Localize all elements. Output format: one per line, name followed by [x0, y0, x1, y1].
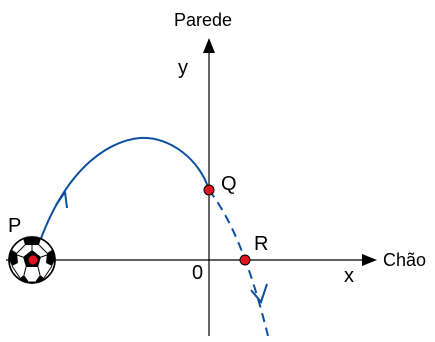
trajectory-direction-arrow-down [250, 283, 268, 305]
point-p-label: P [8, 215, 21, 237]
y-axis-arrowhead [203, 38, 215, 53]
trajectory-solid-arc [39, 136, 210, 242]
point-p-marker [27, 254, 39, 266]
x-axis-label: x [344, 265, 354, 287]
origin-label: 0 [192, 262, 203, 284]
x-axis-arrowhead [362, 254, 377, 266]
point-q-label: Q [221, 173, 237, 195]
y-axis-label: y [178, 57, 188, 79]
wall-label: Parede [174, 10, 232, 30]
trajectory-dashed-continuation [208, 189, 269, 337]
floor-label: Chão [383, 250, 426, 270]
point-r-marker [239, 254, 251, 266]
trajectory-direction-arrow-up [55, 189, 68, 209]
point-q-marker [203, 184, 215, 196]
point-r-label: R [254, 233, 268, 255]
